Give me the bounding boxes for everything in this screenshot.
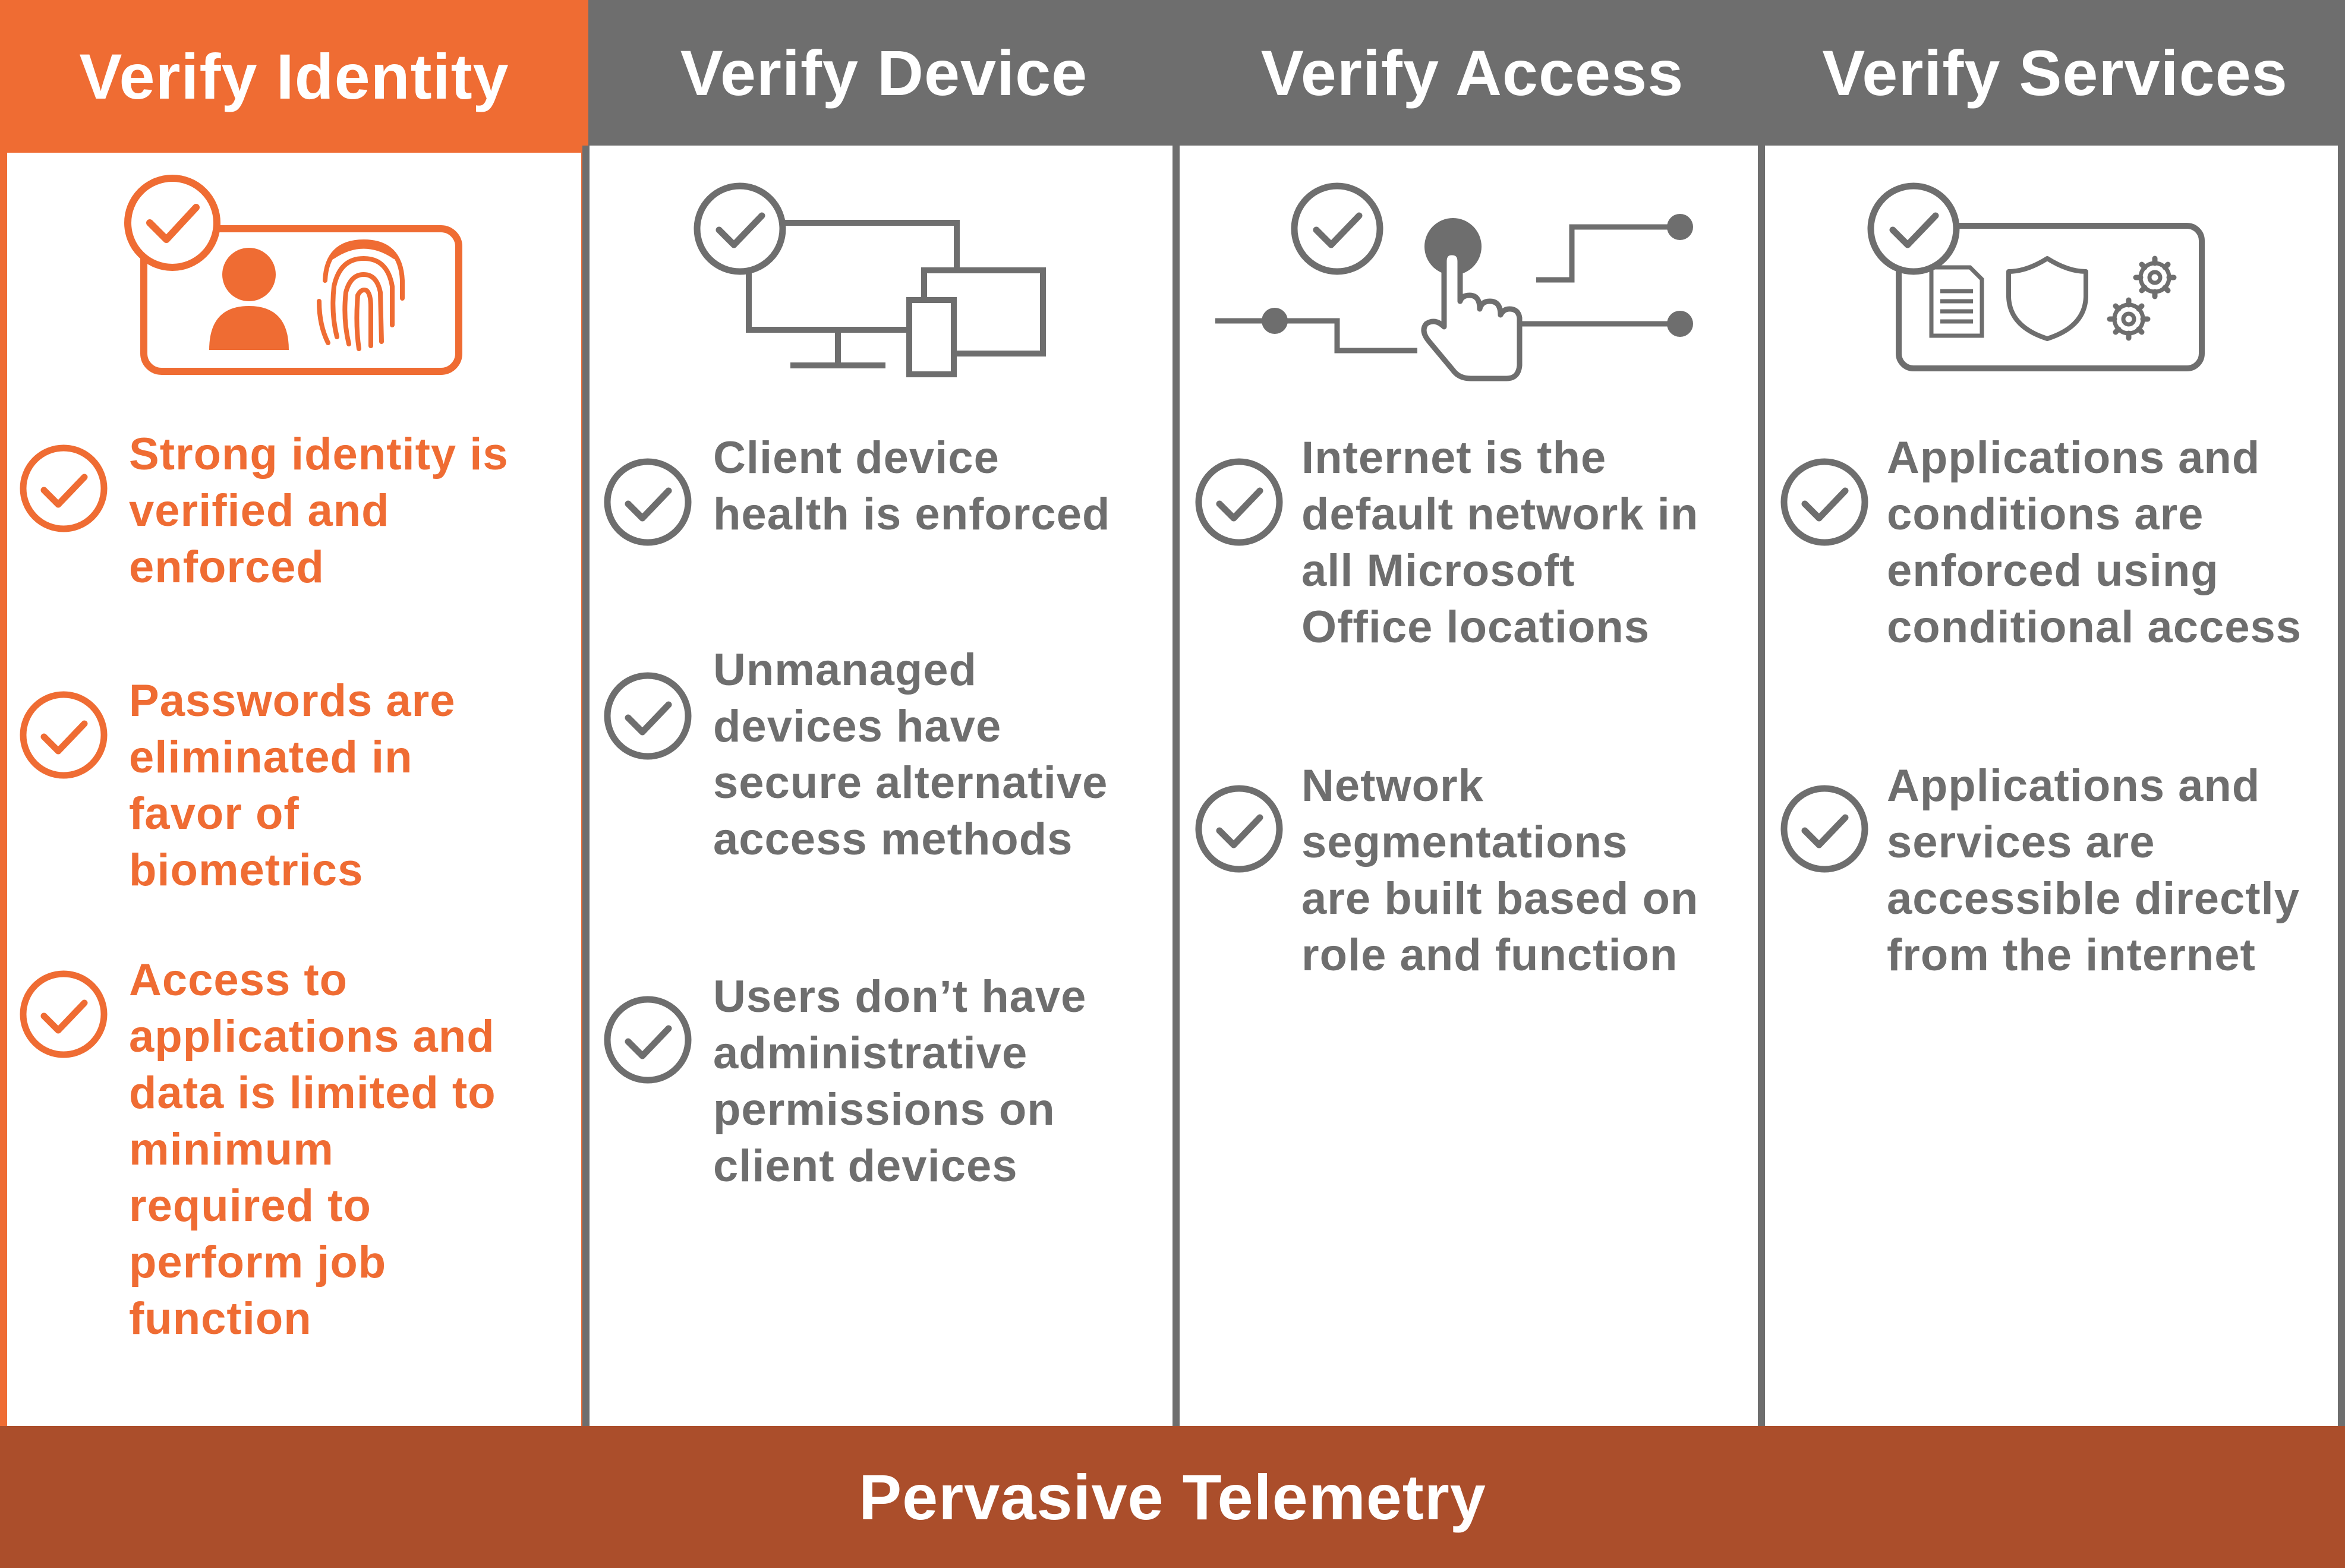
check-circle-icon xyxy=(1780,458,1868,546)
list-item-text: Internet is the default network in all M… xyxy=(1301,433,1699,652)
column-verify-services: Verify Services xyxy=(1765,0,2345,1426)
check-circle-icon xyxy=(1195,458,1283,546)
network-touch-icon xyxy=(1215,182,1693,381)
list-item-text: Network segmentations are built based on… xyxy=(1301,761,1699,980)
devices-icon xyxy=(694,182,1046,377)
list-item-text: Passwords are eliminated in favor of bio… xyxy=(129,676,456,895)
column-verify-identity: Verify Identity xyxy=(0,0,588,1426)
list-item-text: Applications and services are accessible… xyxy=(1887,761,2300,980)
column-verify-device: Verify Device Client device health is en… xyxy=(588,0,1180,1426)
column-title: Verify Device xyxy=(588,0,1180,146)
list-item-text: Users don’t have administrative permissi… xyxy=(713,971,1087,1191)
list-item-text: Unmanaged devices have secure alternativ… xyxy=(713,645,1108,865)
list-item-text: Access to applications and data is limit… xyxy=(129,955,496,1344)
shield-icon xyxy=(2006,256,2088,341)
column-divider xyxy=(582,146,590,1426)
gears-icon xyxy=(2112,261,2171,336)
column-verify-access: Verify Access xyxy=(1180,0,1765,1426)
check-circle-icon xyxy=(20,970,108,1058)
list-item-text: Client device health is enforced xyxy=(713,433,1111,540)
column-title: Verify Services xyxy=(1765,0,2345,146)
services-panel-icon xyxy=(1867,182,2205,371)
column-title: Verify Identity xyxy=(0,0,588,153)
list-item-text: Applications and conditions are enforced… xyxy=(1887,433,2302,652)
check-circle-icon xyxy=(20,444,108,532)
check-circle-icon xyxy=(1195,785,1283,873)
check-circle-icon xyxy=(604,458,692,546)
footer-banner: Pervasive Telemetry xyxy=(0,1426,2345,1568)
identity-card-icon xyxy=(124,175,462,375)
check-circle-icon xyxy=(1780,785,1868,873)
list-item-text: Strong identity is verified and enforced xyxy=(129,429,509,592)
check-circle-icon xyxy=(604,996,692,1084)
check-circle-icon xyxy=(20,691,108,779)
check-circle-icon xyxy=(604,672,692,760)
column-title: Verify Access xyxy=(1180,0,1765,146)
document-icon xyxy=(1929,265,1984,338)
